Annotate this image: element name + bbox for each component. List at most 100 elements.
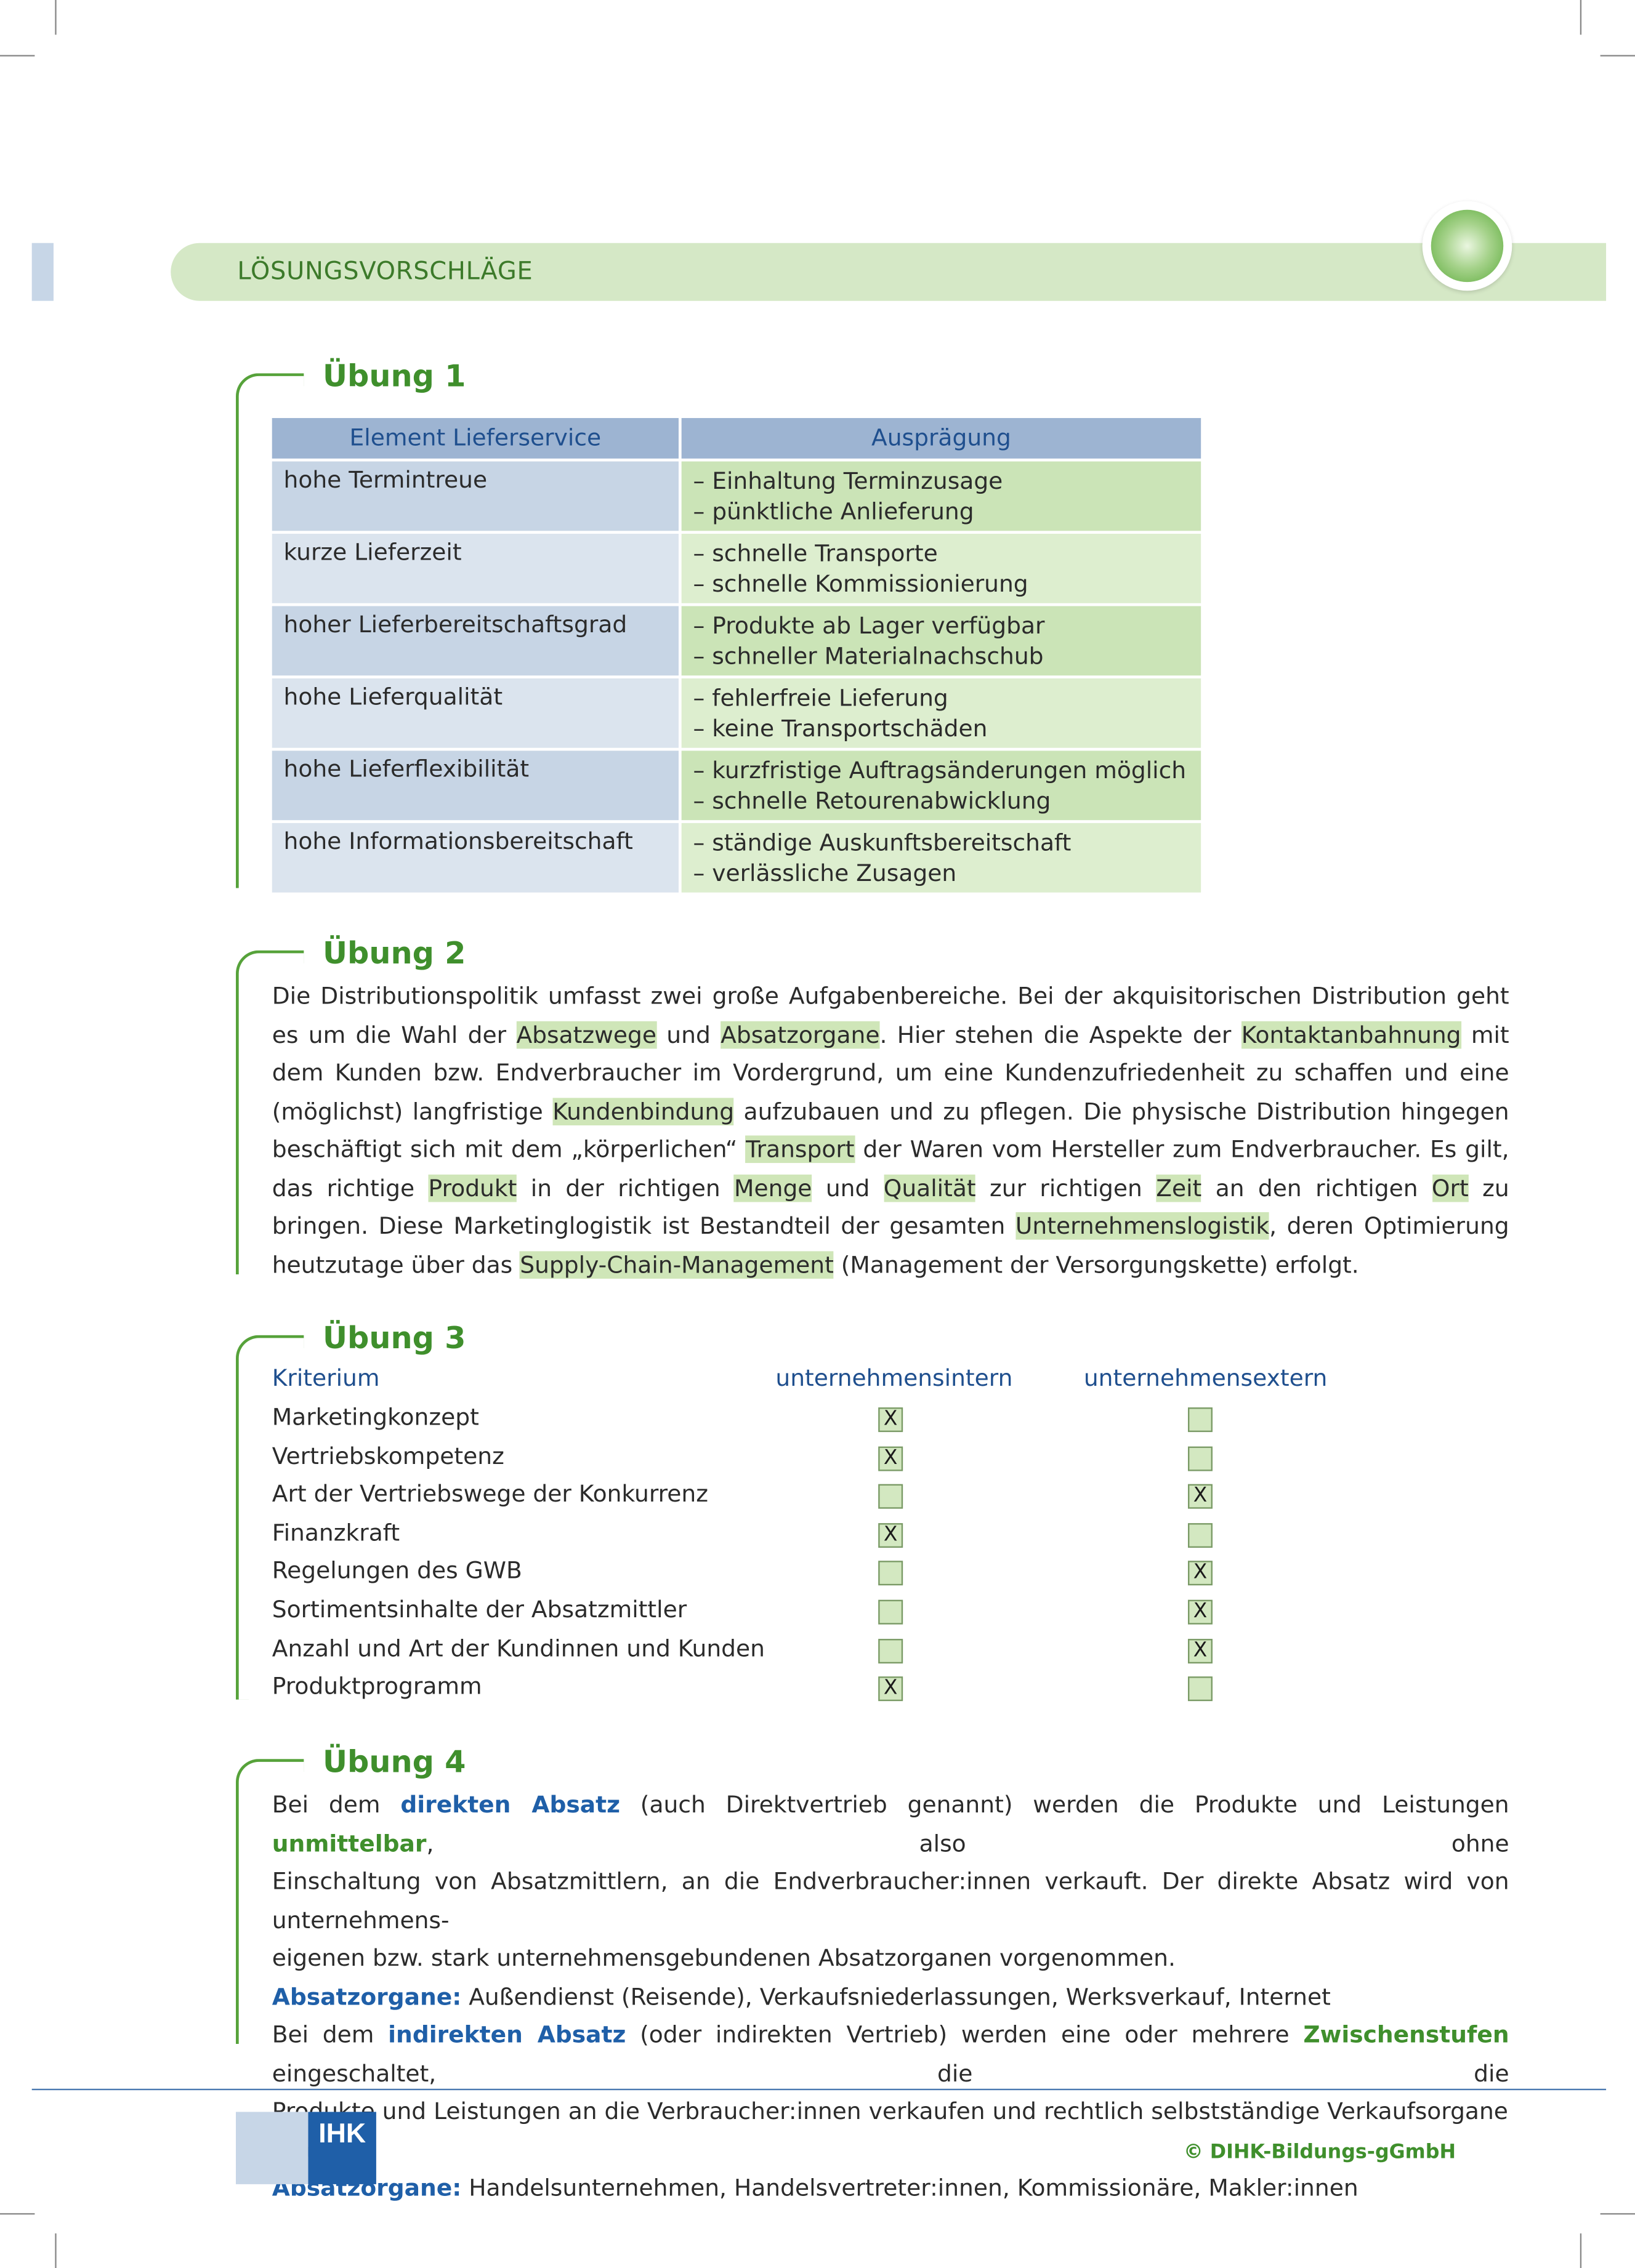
text-line: Absatzorgane: Außendienst (Reisende), Ve…: [272, 1978, 1509, 2016]
checkbox-extern[interactable]: [1188, 1522, 1213, 1548]
crop-mark: [0, 55, 35, 57]
text-segment: eingeschaltet, die die: [272, 2059, 1509, 2087]
checkbox-intern[interactable]: [878, 1638, 903, 1663]
section-banner: LÖSUNGSVORSCHLÄGE: [171, 243, 1607, 301]
table-row: hoher Lieferbereitschaftsgrad– Produkte …: [272, 606, 1201, 676]
text-segment: , deren Optimierung heutzutage über das: [272, 1212, 1509, 1278]
criterion-label: Art der Vertriebswege der Konkurrenz: [272, 1480, 708, 1508]
table-row: kurze Lieferzeit– schnelle Transporte– s…: [272, 534, 1201, 603]
highlighted-term: Ort: [1431, 1173, 1469, 1202]
checkbox-intern[interactable]: [878, 1561, 903, 1586]
text-segment: Bei dem: [272, 2021, 389, 2049]
crop-mark: [55, 0, 57, 35]
crop-mark: [1600, 2213, 1635, 2215]
text-segment: Außendienst (Reisende), Verkaufsniederla…: [461, 1982, 1331, 2010]
checkbox-intern[interactable]: X: [878, 1676, 903, 1702]
text-segment: zur richtigen: [975, 1173, 1157, 1202]
exercise-1-title: Übung 1: [322, 358, 466, 394]
checkbox-extern[interactable]: [1188, 1407, 1213, 1433]
banner-title: LÖSUNGSVORSCHLÄGE: [237, 257, 533, 287]
element-cell: kurze Lieferzeit: [272, 534, 679, 603]
text-segment: an den richtigen: [1201, 1173, 1432, 1202]
checkbox-extern[interactable]: [1188, 1446, 1213, 1471]
auspraegung-line: – ständige Auskunftsbereitschaft: [693, 829, 1072, 856]
auspraegung-line: – Produkte ab Lager verfügbar: [693, 611, 1045, 640]
highlighted-term: Kundenbindung: [552, 1097, 735, 1125]
auspraegung-cell: – kurzfristige Auftragsänderungen möglic…: [681, 750, 1201, 821]
text-segment: Einschaltung von Absatzmittlern, an die …: [272, 1867, 1509, 1934]
highlighted-term: Kontaktanbahnung: [1241, 1020, 1461, 1048]
lieferservice-table: Element Lieferservice Ausprägung hohe Te…: [272, 418, 1201, 893]
table-row: hohe Lieferqualität– fehlerfreie Lieferu…: [272, 678, 1201, 748]
sphere-icon: [1422, 201, 1512, 291]
checkbox-intern[interactable]: X: [878, 1446, 903, 1471]
exercise-bracket: [235, 950, 304, 1274]
text-segment: zu bringen. Diese Marketinglogistik ist …: [272, 1173, 1509, 1240]
checkbox-intern[interactable]: X: [878, 1407, 903, 1433]
auspraegung-line: – schnelle Retourenabwicklung: [693, 787, 1051, 814]
exercise-4-title: Übung 4: [322, 1744, 466, 1780]
text-segment: (auch Direktvertrieb genannt) werden die…: [620, 1790, 1509, 1819]
checkbox-intern[interactable]: X: [878, 1522, 903, 1548]
highlighted-term: Absatzorgane: [721, 1020, 880, 1048]
criterion-label: Finanzkraft: [272, 1518, 400, 1546]
column-header: unternehmensintern: [775, 1364, 1013, 1392]
keyword: Zwischenstufen: [1303, 2021, 1509, 2049]
auspraegung-line: – schneller Materialnachschub: [693, 642, 1044, 670]
crop-mark: [55, 2233, 57, 2268]
keyword: unmittelbar: [272, 1829, 427, 1857]
auspraegung-cell: – schnelle Transporte– schnelle Kommissi…: [681, 534, 1201, 603]
auspraegung-cell: – ständige Auskunftsbereitschaft– verläs…: [681, 822, 1201, 893]
auspraegung-line: – Einhaltung Terminzusage: [693, 467, 1003, 495]
checkbox-extern[interactable]: X: [1188, 1484, 1213, 1510]
element-cell: hohe Lieferqualität: [272, 678, 679, 748]
text-line: Bei dem direkten Absatz (auch Direktvert…: [272, 1787, 1509, 1864]
auspraegung-cell: – Produkte ab Lager verfügbar– schneller…: [681, 606, 1201, 676]
text-segment: , also ohne: [426, 1829, 1509, 1857]
exercise-4-text: Bei dem direkten Absatz (auch Direktvert…: [272, 1787, 1509, 2208]
text-segment: aufzubauen und zu pflegen. Die physische…: [272, 1097, 1509, 1164]
auspraegung-line: – schnelle Transporte: [693, 539, 938, 568]
checkbox-extern[interactable]: X: [1188, 1561, 1213, 1586]
text-line: Einschaltung von Absatzmittlern, an die …: [272, 1863, 1509, 1940]
checkbox-extern[interactable]: X: [1188, 1599, 1213, 1625]
table-row: hohe Termintreue – Einhaltung Terminzusag…: [272, 461, 1201, 531]
table-row: hohe Informationsbereitschaft– ständige …: [272, 822, 1201, 893]
auspraegung-cell: – fehlerfreie Lieferung– keine Transport…: [681, 678, 1201, 748]
checkbox-intern[interactable]: [878, 1484, 903, 1510]
auspraegung-line: – fehlerfreie Lieferung: [693, 684, 948, 712]
column-header: unternehmensextern: [1083, 1364, 1328, 1392]
criterion-label: Sortimentsinhalte der Absatzmittler: [272, 1595, 687, 1623]
text-segment: . Hier stehen die Aspekte der: [879, 1020, 1241, 1048]
exercise-bracket: [235, 373, 304, 888]
checkbox-intern[interactable]: [878, 1599, 903, 1625]
column-header: Kriterium: [272, 1364, 380, 1392]
criterion-label: Marketingkonzept: [272, 1403, 479, 1431]
checkbox-extern[interactable]: X: [1188, 1638, 1213, 1663]
column-header: Ausprägung: [681, 418, 1201, 459]
footer-divider: [31, 2088, 1607, 2091]
exercise-bracket: [235, 1335, 304, 1700]
auspraegung-line: – schnelle Kommissionierung: [693, 569, 1028, 598]
criterion-label: Vertriebskompetenz: [272, 1441, 504, 1470]
auspraegung-line: – keine Transportschäden: [693, 714, 988, 742]
text-segment: und: [812, 1173, 884, 1202]
text-segment: Bei dem: [272, 1790, 401, 1819]
table-header-row: Element Lieferservice Ausprägung: [272, 418, 1201, 459]
copyright-notice: © DIHK-Bildungs-gGmbH: [1183, 2141, 1456, 2165]
element-cell: hohe Termintreue: [272, 461, 679, 531]
crop-mark: [0, 2213, 35, 2215]
text-segment: der Waren vom Hersteller zum Endverbrauc…: [272, 1135, 1509, 1202]
criterion-label: Anzahl und Art der Kundinnen und Kunden: [272, 1634, 765, 1662]
sidebar-accent: [31, 243, 54, 301]
element-cell: hohe Informationsbereitschaft: [272, 822, 679, 893]
keyword: direkten Absatz: [400, 1790, 620, 1819]
criterion-label: Produktprogramm: [272, 1672, 482, 1700]
checkbox-extern[interactable]: [1188, 1676, 1213, 1702]
keyword: indirekten Absatz: [388, 2021, 626, 2049]
auspraegung-line: – pünktliche Anlieferung: [693, 497, 974, 525]
text-segment: in der richtigen: [517, 1173, 735, 1202]
criterion-label: Regelungen des GWB: [272, 1557, 522, 1585]
exercise-3-title: Übung 3: [322, 1321, 466, 1356]
